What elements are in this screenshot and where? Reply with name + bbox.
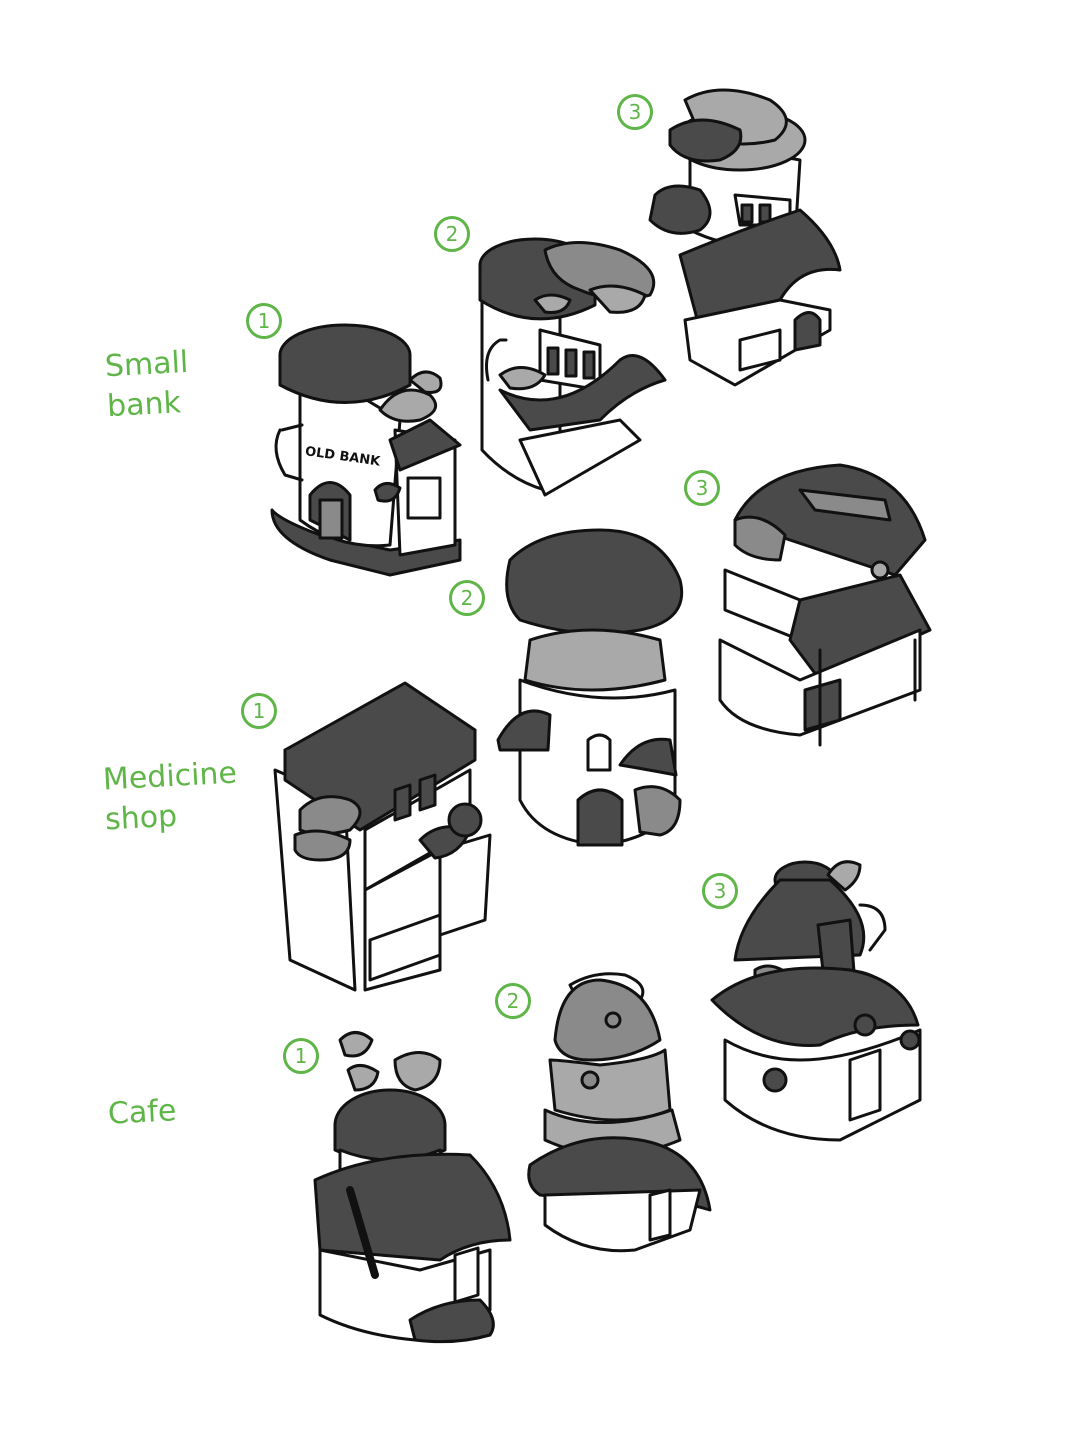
variant-number-medicine-3: 3 — [684, 470, 720, 506]
cafe-3-illustration — [710, 860, 922, 1142]
variant-number-cafe-3: 3 — [702, 873, 738, 909]
variant-number-medicine-2: 2 — [449, 580, 485, 616]
variant-number-bank-2: 2 — [434, 216, 470, 252]
medicine-2-illustration — [496, 528, 684, 847]
medicine-1-illustration — [273, 681, 492, 992]
cafe-1-illustration — [313, 1031, 512, 1344]
medicine-3-illustration — [718, 463, 932, 747]
variant-number-cafe-1: 1 — [283, 1038, 319, 1074]
variant-number-bank-3: 3 — [617, 94, 653, 130]
cafe-2-illustration — [527, 972, 712, 1253]
bank-3-illustration — [648, 88, 842, 387]
bank-1-illustration — [270, 323, 462, 577]
bank-2-illustration — [478, 237, 667, 497]
variant-number-medicine-1: 1 — [241, 693, 277, 729]
variant-number-cafe-2: 2 — [495, 983, 531, 1019]
variant-number-bank-1: 1 — [246, 303, 282, 339]
